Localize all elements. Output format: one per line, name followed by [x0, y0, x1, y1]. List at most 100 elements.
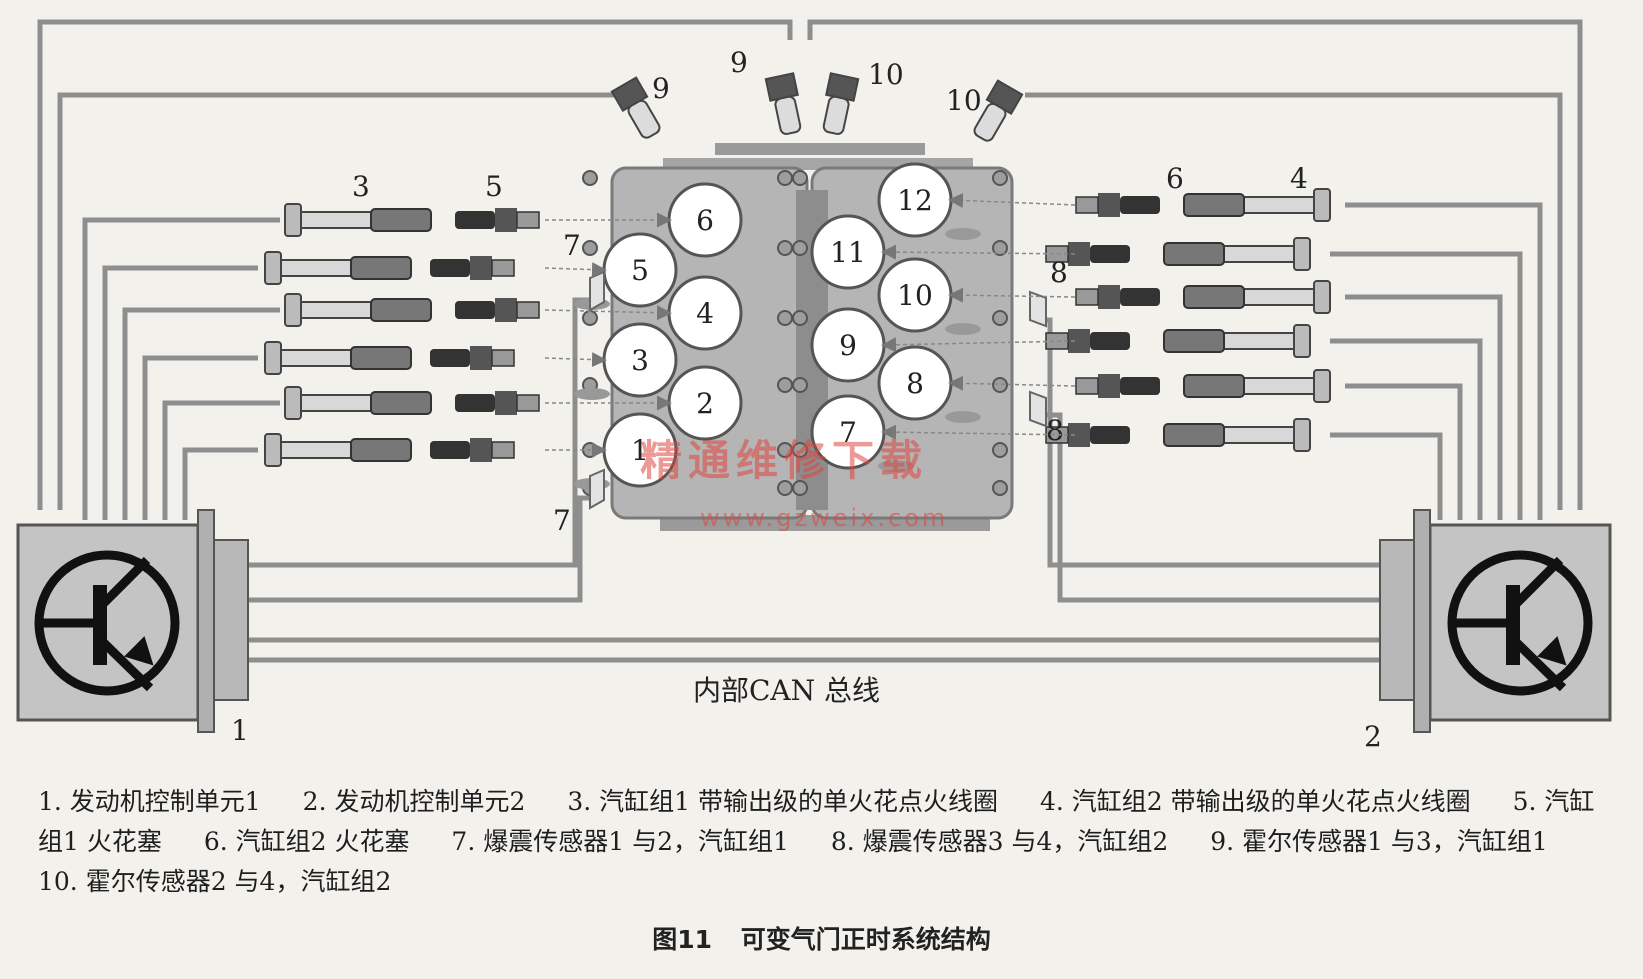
spark-plug [1075, 193, 1160, 217]
wire [1330, 338, 1483, 520]
label-ecu-2: 2 [1364, 720, 1382, 753]
valve-port [574, 388, 610, 400]
cylinder-number: 3 [631, 344, 649, 377]
wire [248, 495, 590, 603]
spark-plug [430, 346, 515, 370]
bolt [992, 377, 1008, 393]
ignition-coil [1183, 188, 1331, 222]
ignition-coils-bank1 [264, 203, 432, 467]
hall-sensor-3 [822, 72, 860, 135]
cylinder-number: 8 [906, 367, 924, 400]
spark-plug [430, 256, 515, 280]
bolt [992, 442, 1008, 458]
label-plug-bank2: 6 [1166, 162, 1184, 195]
label-hall-1: 9 [652, 72, 670, 105]
bolt [582, 240, 598, 256]
bolt [582, 310, 598, 326]
wire [122, 307, 280, 520]
label-knock-right-top: 8 [1050, 256, 1068, 289]
valve-port [945, 228, 981, 240]
ignition-coil [284, 293, 432, 327]
legend-item: 10. 霍尔传感器2 与4，汽缸组2 [38, 867, 392, 896]
ecu-1 [16, 509, 249, 733]
cylinder-right: 12 [877, 162, 981, 240]
cylinder-number: 1 [631, 434, 649, 467]
cylinder-number: 2 [696, 387, 714, 420]
legend-item: 8. 爆震传感器3 与4，汽缸组2 [830, 827, 1169, 856]
ignition-coil [1183, 280, 1331, 314]
label-hall-4: 10 [946, 84, 982, 117]
spark-plug [1045, 329, 1130, 353]
bolt [792, 170, 808, 186]
ignition-coil [264, 341, 412, 375]
ignition-coil [264, 251, 412, 285]
legend-item: 7. 爆震传感器1 与2，汽缸组1 [451, 827, 789, 856]
figure-title: 可变气门正时系统结构 [740, 925, 991, 954]
knock-sensor-right-top [1029, 290, 1047, 328]
cylinder-number: 12 [897, 184, 933, 217]
ignition-coil [1183, 369, 1331, 403]
legend-item: 3. 汽缸组1 带输出级的单火花点火线圈 [567, 787, 998, 816]
watermark-url: www.gzweix.com [700, 504, 948, 532]
figure-caption: 图11 可变气门正时系统结构 [0, 920, 1643, 956]
wire [102, 265, 258, 520]
hall-sensor-4 [973, 79, 1024, 142]
ignition-coils-bank2 [1163, 188, 1331, 452]
bolt [777, 170, 793, 186]
bolt [992, 310, 1008, 326]
label-coil-bank2: 4 [1290, 162, 1308, 195]
ecu-2 [1379, 509, 1612, 733]
bolt [777, 377, 793, 393]
wire [142, 355, 258, 520]
legend-item: 1. 发动机控制单元1 [38, 787, 261, 816]
wire [1345, 383, 1463, 520]
label-hall-2: 9 [730, 46, 748, 79]
knock-sensors [589, 270, 1047, 510]
label-knock-left-bottom: 7 [553, 504, 571, 537]
wire [57, 92, 615, 510]
figure-number: 图11 [652, 925, 713, 954]
legend-item: 5. 汽缸组1 火花塞 [38, 787, 1595, 856]
label-hall-3: 10 [868, 58, 904, 91]
cylinder-number: 6 [696, 204, 714, 237]
cylinder-number: 5 [631, 254, 649, 287]
ignition-coil [1163, 418, 1311, 452]
wire [182, 447, 258, 520]
valve-port [878, 460, 914, 472]
valve-port [945, 323, 981, 335]
spark-plug [455, 298, 540, 322]
transistor-icon [34, 550, 180, 696]
wire [1025, 92, 1563, 510]
signal-lines [544, 192, 1076, 458]
bolt [992, 480, 1008, 496]
legend: 1. 发动机控制单元1 2. 发动机控制单元2 3. 汽缸组1 带输出级的单火花… [38, 782, 1618, 902]
bolt [792, 442, 808, 458]
hall-sensor-2 [764, 72, 802, 135]
bolt [792, 377, 808, 393]
label-knock-right-bottom: 8 [1046, 414, 1064, 447]
wire [248, 297, 590, 568]
ignition-coil [264, 433, 412, 467]
legend-item: 2. 发动机控制单元2 [302, 787, 526, 816]
spark-plug [1075, 285, 1160, 309]
wire [162, 400, 280, 520]
knock-sensor-left-top [589, 270, 605, 312]
bolt [792, 480, 808, 496]
bolt [792, 310, 808, 326]
cylinder-right: 7 [810, 394, 914, 472]
wire [1330, 251, 1523, 520]
bolt [777, 310, 793, 326]
bolt [777, 240, 793, 256]
transistor-icon [1447, 550, 1593, 696]
cylinder-number: 11 [830, 236, 866, 269]
cylinder-right: 8 [877, 345, 981, 423]
wire [37, 19, 793, 510]
spark-plugs-bank1 [430, 208, 540, 462]
valve-port [945, 411, 981, 423]
cylinder-number: 4 [696, 297, 714, 330]
label-coil-bank1: 3 [352, 170, 370, 203]
bolt [992, 170, 1008, 186]
wire [1330, 432, 1443, 520]
wire [82, 217, 280, 520]
